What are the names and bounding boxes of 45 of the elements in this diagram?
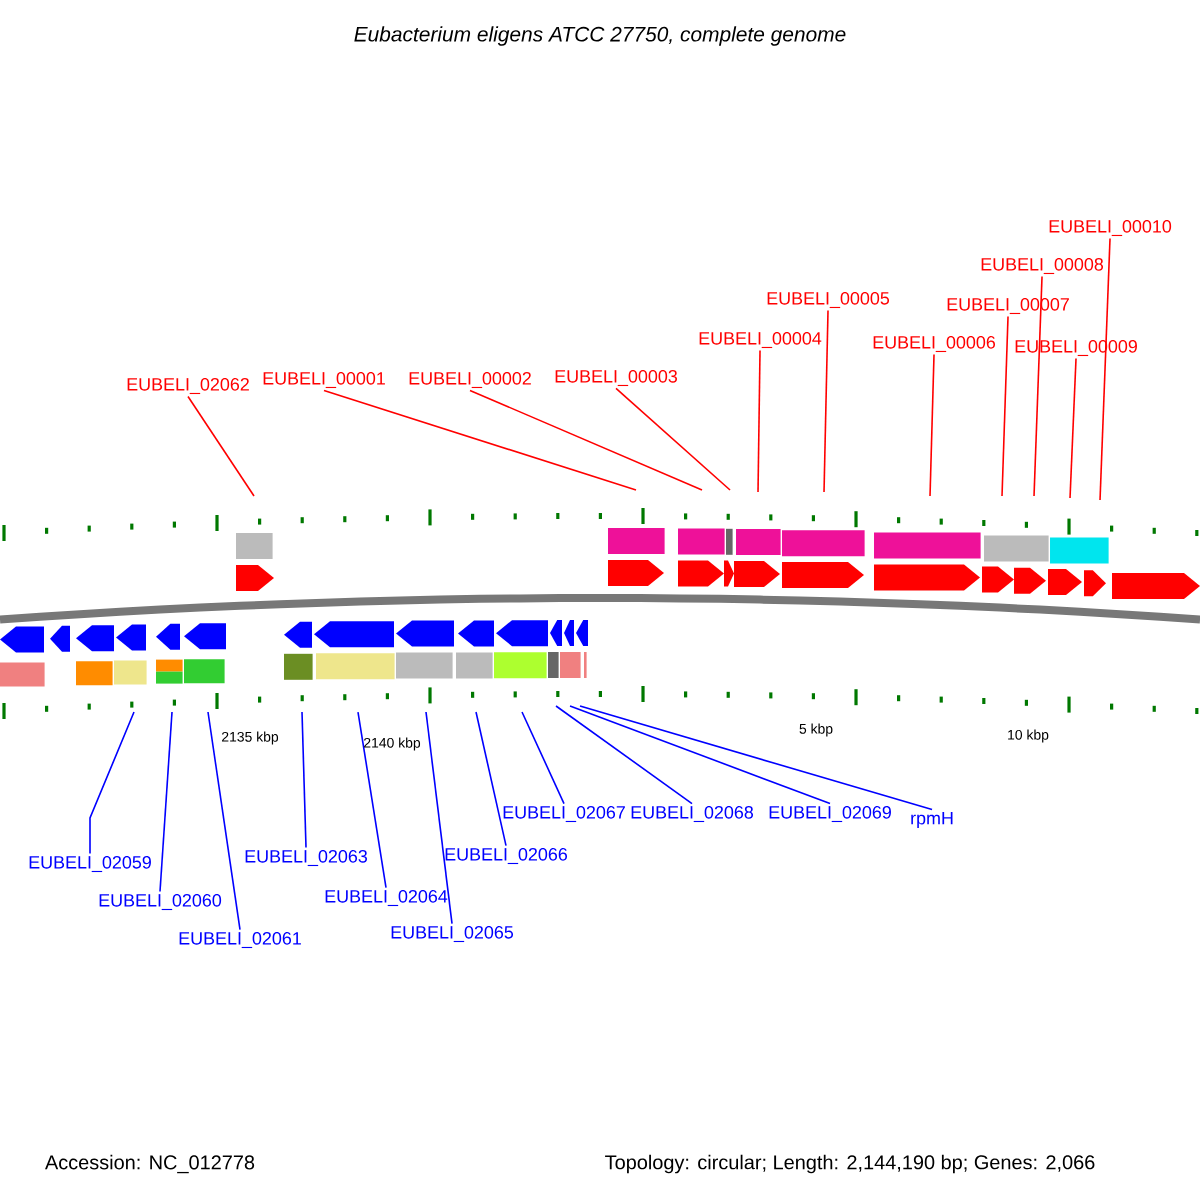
leader-line <box>757 349 761 493</box>
gene-label: EUBELI_00010 <box>1049 219 1172 237</box>
gene-label: EUBELI_00006 <box>873 335 996 353</box>
leader-line <box>1069 357 1077 499</box>
footer-text: Accession: NC_012778 <box>45 1154 255 1174</box>
leader-line <box>823 309 829 493</box>
gene-label: EUBELI_00005 <box>767 291 890 309</box>
leader-line <box>301 711 307 849</box>
leader-line <box>615 387 731 491</box>
gene-label: EUBELI_02062 <box>127 377 249 395</box>
gene-label: EUBELI_02059 <box>29 855 151 873</box>
leader-line <box>89 711 135 855</box>
leader-line <box>569 705 831 805</box>
gene-label: EUBELI_02067 <box>503 805 625 823</box>
leader-line <box>1001 315 1009 497</box>
leader-line <box>187 395 255 497</box>
gene-label: EUBELI_02063 <box>245 849 367 867</box>
leader-line <box>159 711 173 893</box>
footer-text: Topology: circular; Length: 2,144,190 bp; Genes: 2,066 <box>605 1154 1095 1174</box>
leader-line <box>1099 237 1111 501</box>
gene-label: rpmH <box>911 811 953 829</box>
gene-label: EUBELI_02060 <box>99 893 222 911</box>
gene-label: EUBELI_00002 <box>409 371 531 389</box>
leader-line <box>929 353 935 497</box>
leader-line <box>1033 275 1043 497</box>
gene-label: EUBELI_02064 <box>325 889 448 907</box>
leader-line <box>521 711 565 805</box>
gene-label: EUBELI_02068 <box>631 805 754 823</box>
leader-line <box>323 389 637 491</box>
leader-line <box>207 711 241 931</box>
gene-label: EUBELI_00008 <box>981 257 1104 275</box>
gene-label: EUBELI_00004 <box>699 331 822 349</box>
leader-line <box>425 711 453 925</box>
gene-label: EUBELI_02066 <box>445 847 567 865</box>
title: Eubacterium eligens ATCC 27750, complete genome <box>354 26 846 46</box>
leader-line <box>357 711 387 889</box>
leader-line <box>579 705 933 811</box>
gene-label: EUBELI_00001 <box>263 371 385 389</box>
gene-label: EUBELI_02069 <box>769 805 891 823</box>
gene-label: EUBELI_02061 <box>179 931 301 949</box>
gene-label: EUBELI_02065 <box>391 925 514 943</box>
leader-line <box>469 389 703 491</box>
gene-label: EUBELI_00003 <box>555 369 677 387</box>
leader-line <box>475 711 507 847</box>
leader-line <box>555 705 693 805</box>
